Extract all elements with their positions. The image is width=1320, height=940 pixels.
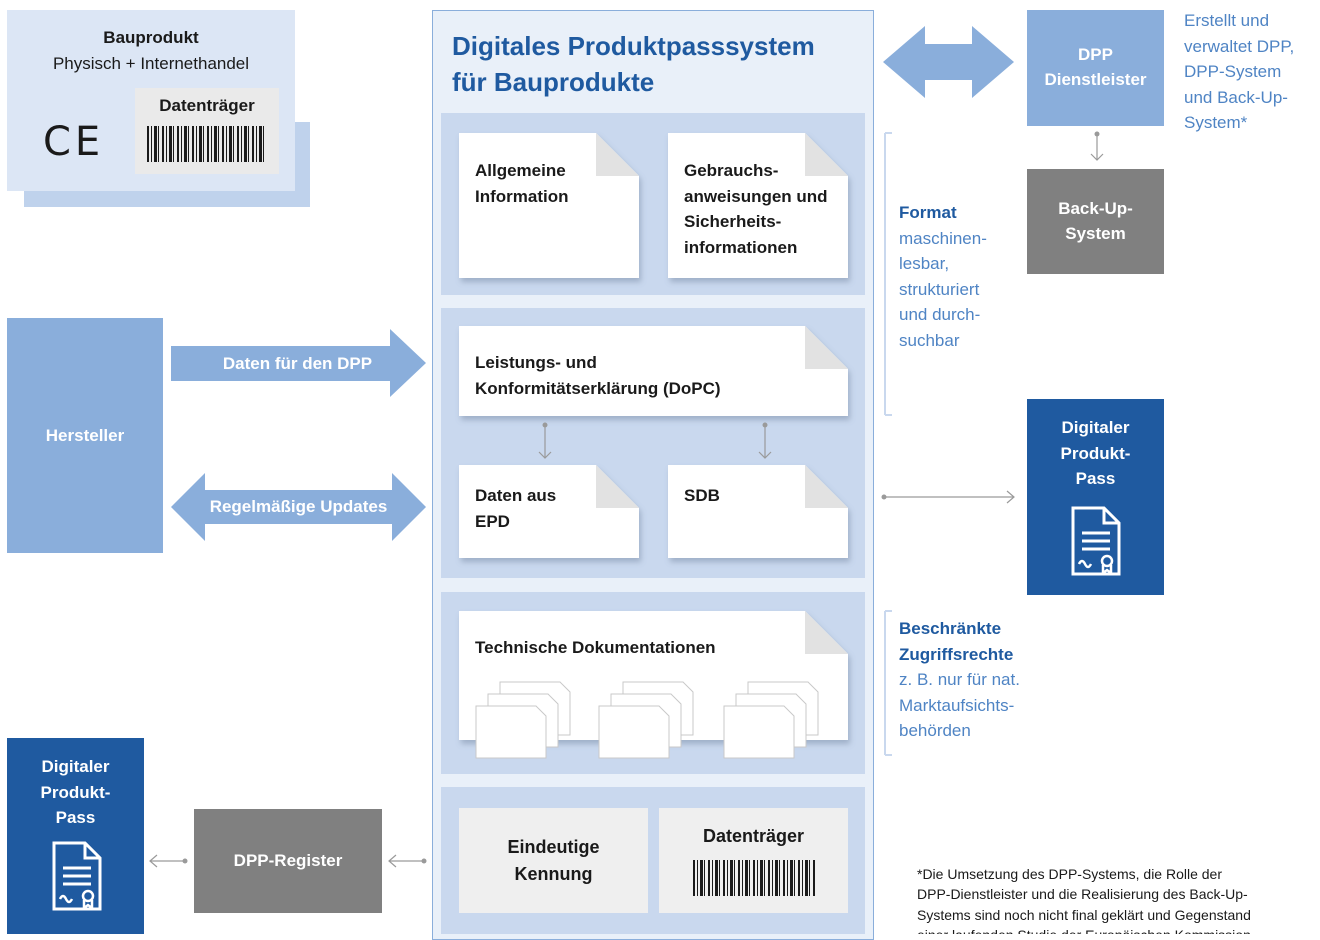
bauprodukt-title: Bauprodukt xyxy=(103,28,199,47)
dpp-left-title: Digitaler Produkt- Pass xyxy=(40,757,111,827)
barcode-icon xyxy=(147,126,267,162)
doc-stack-3-icon xyxy=(723,681,819,759)
dienstleister-note: Erstellt und verwaltet DPP, DPP-System u… xyxy=(1184,11,1295,132)
doc-allgemein: Allgemeine Information xyxy=(475,161,569,206)
doc-stack-1-icon xyxy=(475,681,571,759)
doc-stack-2-icon xyxy=(598,681,694,759)
dienstleister-backup-connector xyxy=(1090,134,1104,161)
system-dienstleister-arrow xyxy=(883,26,1014,98)
system-to-register-arrow xyxy=(388,854,424,868)
datentraeger-label: Datenträger xyxy=(159,96,255,115)
format-note-title: Format xyxy=(899,203,957,222)
dpp-right-title: Digitaler Produkt- Pass xyxy=(1060,418,1131,488)
hersteller-box: Hersteller xyxy=(7,318,163,553)
bauprodukt-datentraeger: Datenträger xyxy=(135,88,279,174)
updates-arrow-label: Regelmäßige Updates xyxy=(209,497,388,516)
ce-mark-icon: CE xyxy=(43,119,105,165)
kennung-box: Eindeutige Kennung xyxy=(459,808,648,913)
format-note-text: maschinen- lesbar, strukturiert und durc… xyxy=(899,228,987,350)
doc-epd-shape xyxy=(459,465,639,558)
register-to-dpp-arrow xyxy=(149,854,185,868)
daten-arrow-label: Daten für den DPP xyxy=(222,354,373,373)
footnote: *Die Umsetzung des DPP-Systems, die Roll… xyxy=(917,866,1251,934)
doc-sdb: SDB xyxy=(684,486,720,505)
doc-epd: Daten aus EPD xyxy=(475,486,557,531)
barcode-icon xyxy=(693,860,815,896)
dopc-connector-lines xyxy=(538,425,772,459)
format-note: Format maschinen- lesbar, strukturiert u… xyxy=(899,200,1019,353)
system-datentraeger-label: Datenträger xyxy=(702,826,805,846)
doc-sdb-shape xyxy=(668,465,848,558)
dpp-dienstleister-box: DPP Dienstleister xyxy=(1027,10,1164,126)
zugriff-note: Beschränkte Zugriffsrechte z. B. nur für… xyxy=(899,616,1049,744)
doc-technisch: Technische Dokumentationen xyxy=(475,638,716,657)
dpp-register-box: DPP-Register xyxy=(194,809,382,913)
backup-system-box: Back-Up- System xyxy=(1027,169,1164,274)
doc-gebrauch: Gebrauchs- anweisungen und Sicherheits- … xyxy=(684,161,828,257)
doc-allgemein-shape xyxy=(459,133,639,278)
dpp-left-box: Digitaler Produkt- Pass xyxy=(7,738,144,934)
bauprodukt-subtitle: Physisch + Internethandel xyxy=(52,54,250,73)
zugriff-note-text: z. B. nur für nat. Marktaufsichts- behör… xyxy=(899,670,1020,740)
system-to-dpp-arrow xyxy=(884,490,1015,504)
dpp-register-label: DPP-Register xyxy=(233,851,343,870)
dpp-system-title: Digitales Produktpasssystem für Bauprodu… xyxy=(452,31,815,98)
daten-arrow xyxy=(171,329,426,397)
system-datentraeger-box: Datenträger xyxy=(659,808,848,913)
certificate-icon xyxy=(1071,506,1121,576)
kennung-label: Eindeutige Kennung xyxy=(507,836,600,884)
zugriff-note-title: Beschränkte Zugriffsrechte xyxy=(899,619,1014,664)
certificate-icon xyxy=(52,841,102,911)
doc-gebrauch-shape xyxy=(668,133,848,278)
hersteller-label: Hersteller xyxy=(45,425,125,445)
doc-leistung: Leistungs- und Konformitätserklärung (Do… xyxy=(475,353,721,398)
doc-leistung-shape xyxy=(459,326,848,416)
bauprodukt-card: Bauprodukt Physisch + Internethandel CE … xyxy=(7,10,295,191)
dpp-right-box: Digitaler Produkt- Pass xyxy=(1027,399,1164,595)
updates-arrow xyxy=(171,473,426,541)
